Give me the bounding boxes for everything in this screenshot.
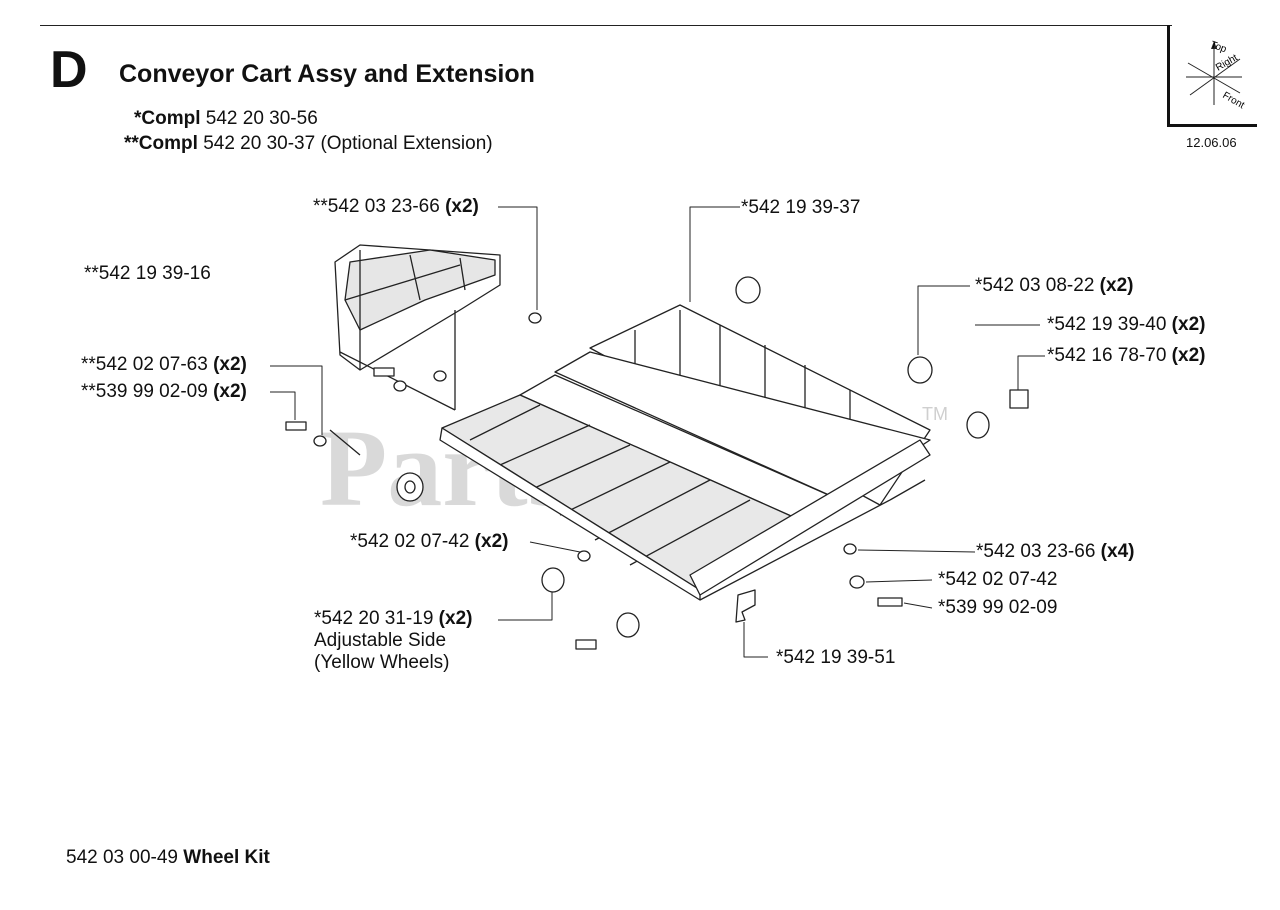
leader-lines xyxy=(270,206,1045,658)
compl-line-1: *Compl 542 20 30-56 xyxy=(134,108,318,129)
callout-539-99-02-09: *539 99 02-09 xyxy=(938,597,1058,618)
watermark-tm: TM xyxy=(922,404,948,424)
callout-542-02-07-42: *542 02 07-42 xyxy=(938,569,1058,590)
top-rule xyxy=(40,25,1172,26)
callout-542-19-39-37: *542 19 39-37 xyxy=(741,197,861,218)
callout-542-03-23-66-x2: **542 03 23-66 (x2) xyxy=(313,196,479,217)
date-code: 12.06.06 xyxy=(1186,135,1237,150)
callout-542-03-08-22: *542 03 08-22 (x2) xyxy=(975,275,1134,296)
callout-542-19-39-40: *542 19 39-40 (x2) xyxy=(1047,314,1206,335)
orientation-box: Top Right Front xyxy=(1167,25,1257,127)
fasteners xyxy=(285,276,1029,650)
orientation-top-label: Top xyxy=(1209,39,1228,55)
extension-block xyxy=(329,244,501,456)
conveyor-cart xyxy=(439,304,931,601)
callout-542-02-07-42-x2: *542 02 07-42 (x2) xyxy=(350,531,509,552)
callout-542-02-07-63: **542 02 07-63 (x2) xyxy=(81,354,247,375)
callout-539-99-02-09-x2: **539 99 02-09 (x2) xyxy=(81,381,247,402)
compl-line-2: **Compl 542 20 30-37 (Optional Extension… xyxy=(124,133,493,154)
page-title: Conveyor Cart Assy and Extension xyxy=(119,60,535,88)
callout-542-03-23-66-x4: *542 03 23-66 (x4) xyxy=(976,541,1135,562)
callout-542-16-78-70: *542 16 78-70 (x2) xyxy=(1047,345,1206,366)
wheel-kit-label: 542 03 00-49 Wheel Kit xyxy=(66,847,270,868)
section-letter: D xyxy=(50,41,88,99)
callout-542-20-31-19: *542 20 31-19 (x2)Adjustable Side(Yellow… xyxy=(314,608,473,673)
callout-542-19-39-16: **542 19 39-16 xyxy=(84,263,211,284)
callout-542-19-39-51: *542 19 39-51 xyxy=(776,647,896,668)
